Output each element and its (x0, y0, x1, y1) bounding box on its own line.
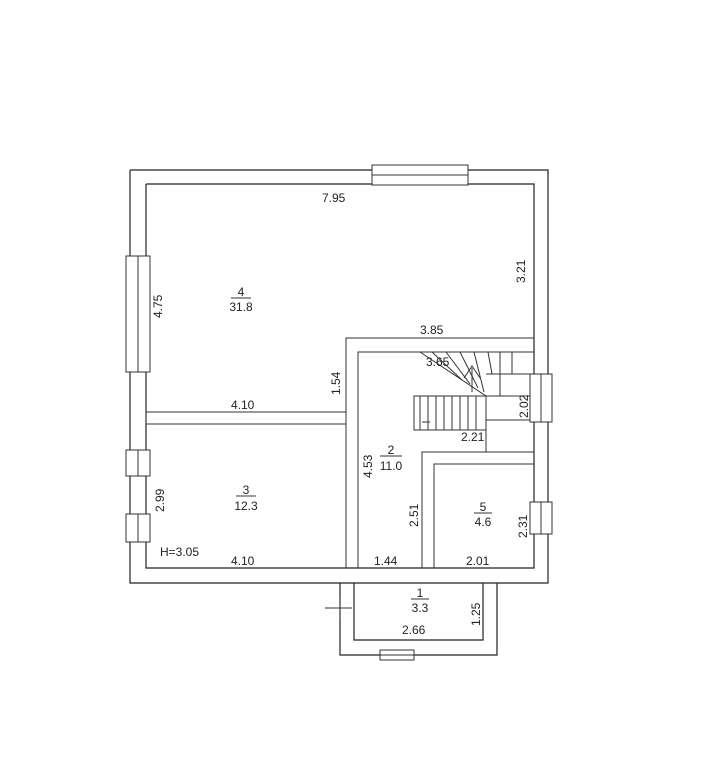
dim-room5-bottom-width: 2.01 (466, 554, 490, 568)
room-number: 5 (480, 500, 487, 514)
room-area: 4.6 (475, 515, 492, 529)
dim-porch-height: 1.25 (469, 602, 483, 626)
dim-room2-height: 4.53 (361, 454, 375, 478)
windows (125, 164, 553, 661)
dim-top-width: 7.95 (322, 191, 346, 205)
dim-step-width: 3.85 (420, 323, 444, 337)
staircase (413, 351, 534, 431)
room-2-label: 2 11.0 (380, 443, 403, 473)
dim-room3-bottom-width: 4.10 (231, 554, 255, 568)
porch-walls (325, 583, 498, 656)
room-4-label: 4 31.8 (229, 285, 253, 314)
room-area: 11.0 (380, 459, 403, 473)
dim-room4-bottom-width: 4.10 (231, 398, 255, 412)
dim-stair-width: 3.65 (426, 355, 450, 369)
dim-room4-left-height: 4.75 (151, 294, 165, 318)
room-3-label: 3 12.3 (234, 483, 258, 513)
dimension-labels: 7.95 3.21 4.75 4.10 3.85 1.54 3.65 2.02 … (151, 191, 531, 637)
room-number: 2 (388, 443, 395, 457)
dim-porch-width: 2.66 (402, 623, 426, 637)
dim-room2-bottom-width: 1.44 (374, 554, 398, 568)
dim-step-height: 1.54 (329, 371, 343, 395)
dim-right-upper-height: 3.21 (514, 259, 528, 283)
height-note: H=3.05 (160, 545, 199, 559)
room-area: 31.8 (229, 300, 253, 314)
dim-stair-height: 2.02 (517, 394, 531, 418)
dim-stair-landing: 2.21 (461, 430, 485, 444)
dim-room2-lower-height: 2.51 (407, 503, 421, 527)
room-5-label: 5 4.6 (474, 500, 492, 529)
room-area: 12.3 (234, 499, 258, 513)
room-number: 3 (243, 483, 250, 497)
room-number: 1 (417, 586, 424, 600)
room-1-label: 1 3.3 (411, 586, 429, 615)
room-number: 4 (238, 285, 245, 299)
dim-room3-height: 2.99 (153, 488, 167, 512)
dim-room5-height: 2.31 (516, 514, 530, 538)
room-area: 3.3 (412, 601, 429, 615)
